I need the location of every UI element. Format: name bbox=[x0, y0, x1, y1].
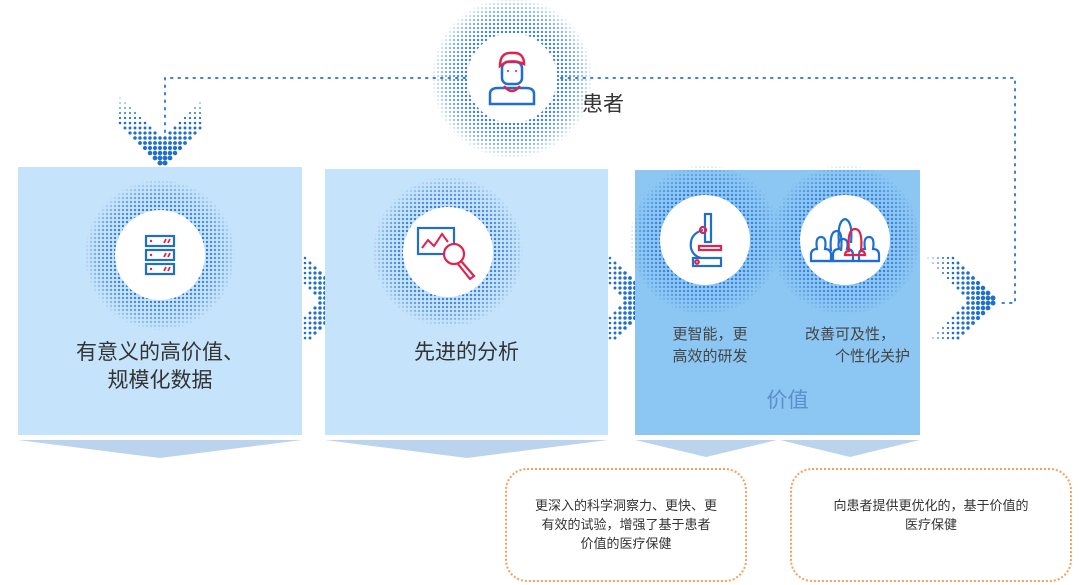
patient-circle bbox=[467, 33, 557, 123]
outcome-research-line1: 更深入的科学洞察力、更快、更 bbox=[534, 499, 717, 514]
patient-label: 患者 bbox=[582, 92, 624, 116]
outcome-box-research bbox=[505, 468, 747, 582]
right-chevron-arrow-3 bbox=[927, 256, 996, 340]
analytics-circle bbox=[403, 207, 493, 297]
person-icon bbox=[488, 51, 536, 106]
rnd-line2: 高效的研发 bbox=[672, 347, 748, 365]
outcome-care-line1: 向患者提供更优化的，基于价值的 bbox=[833, 499, 1029, 514]
stage-data-title-line1: 有意义的高价值、 bbox=[76, 340, 244, 364]
microscope-icon bbox=[689, 212, 723, 268]
group-icon bbox=[809, 217, 881, 263]
rnd-circle bbox=[660, 195, 750, 285]
care-line1: 改善可及性， bbox=[804, 325, 895, 343]
pointer-stage-2 bbox=[325, 440, 608, 458]
care-circle bbox=[800, 195, 890, 285]
stage-analytics-title: 先进的分析 bbox=[414, 340, 519, 364]
outcome-research-line2: 有效的试验，增强了基于患者 bbox=[541, 518, 711, 533]
outcome-box-care bbox=[790, 468, 1072, 582]
stage-data-title-line2: 规模化数据 bbox=[107, 368, 213, 392]
server-icon bbox=[144, 234, 176, 276]
rnd-line1: 更智能，更 bbox=[672, 325, 748, 343]
pointer-stage-1 bbox=[18, 440, 302, 458]
pointer-stage-3b bbox=[780, 440, 920, 457]
outcome-research-line3: 价值的医疗保健 bbox=[580, 537, 672, 552]
chart-magnifier-icon bbox=[416, 226, 476, 280]
stage-value-title: 价值 bbox=[766, 388, 809, 412]
pointer-stage-3a bbox=[635, 440, 777, 457]
outcome-care-line2: 医疗保健 bbox=[904, 518, 957, 533]
down-chevron-arrow bbox=[118, 97, 202, 166]
data-circle bbox=[115, 210, 205, 300]
care-line2: 个性化关护 bbox=[834, 347, 910, 365]
